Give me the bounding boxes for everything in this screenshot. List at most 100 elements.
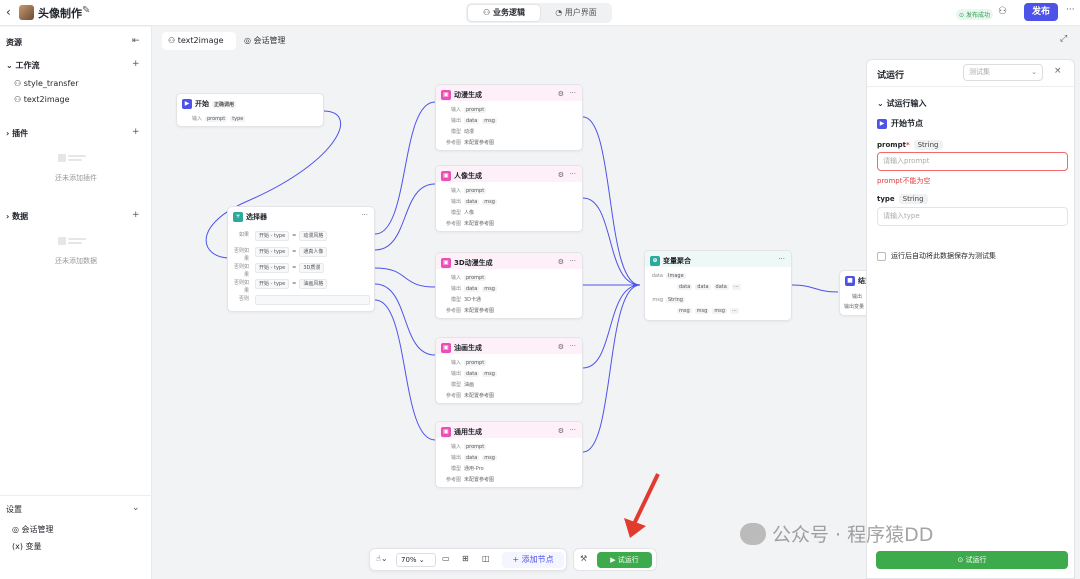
more-icon[interactable]: ··· — [569, 426, 576, 434]
plugins-heading[interactable]: › 插件 — [6, 129, 29, 138]
else-row: 否则 — [239, 295, 370, 305]
save-testset-checkbox[interactable]: 运行后自动将此数据保存为测试集 — [877, 251, 996, 261]
layout-icon[interactable]: ⊞ — [462, 554, 469, 563]
watermark-text: 公众号 · 程序猿DD — [772, 524, 934, 546]
sidebar-item-text2image[interactable]: ⚇ text2image — [14, 95, 70, 104]
tab-user-interface[interactable]: ◔ 用户界面 — [555, 8, 597, 17]
zoom-select[interactable]: 70% ⌄ — [396, 553, 436, 567]
add-plugin-icon[interactable]: + — [132, 127, 140, 137]
cond-label: 否则 — [238, 296, 249, 302]
chevron-down-icon[interactable]: ⌄ — [132, 503, 140, 513]
add-workflow-icon[interactable]: + — [132, 59, 140, 69]
node-row: 模型通用-Pro — [441, 465, 484, 472]
close-icon[interactable]: × — [1054, 66, 1062, 76]
panel-run-button[interactable]: ⊙ 试运行 — [876, 551, 1068, 569]
ref-value: 未配置参考图 — [464, 140, 495, 146]
section-toggle[interactable]: ⌄ 试运行输入 — [877, 99, 927, 108]
more-icon[interactable]: ··· — [361, 211, 368, 219]
more-icon[interactable]: ··· — [778, 255, 785, 263]
collaborators-icon[interactable]: ⚇ — [998, 6, 1007, 17]
more-icon[interactable]: ··· — [569, 89, 576, 97]
tab-text2image[interactable]: ⚇ text2image — [162, 32, 236, 50]
cond-value: 油画风格 — [299, 279, 328, 289]
tab-label: 会话管理 — [253, 36, 286, 45]
node-header: ▣动漫生成 — [441, 90, 482, 100]
minimap-icon[interactable]: ◫ — [482, 554, 490, 563]
chevron-down-icon: ⌄ — [1031, 68, 1037, 76]
sidebar-item-style-transfer[interactable]: ⚇ style_transfer — [14, 79, 79, 88]
start-icon: ▶ — [182, 99, 192, 109]
testset-select[interactable]: 测试集⌄ — [963, 64, 1043, 81]
tab-session[interactable]: ◎ 会话管理 — [244, 36, 286, 45]
more-icon[interactable]: ··· — [1066, 5, 1075, 15]
model-name: 动漫 — [464, 129, 475, 135]
end-icon: ■ — [845, 276, 855, 286]
settings-icon[interactable]: ⚙ — [557, 427, 564, 435]
view-switch: ⚇ 业务逻辑 ◔ 用户界面 — [466, 3, 612, 23]
param-pill: msg — [482, 117, 497, 124]
more-icon[interactable]: ··· — [569, 257, 576, 265]
pointer-icon[interactable]: ☝⌄ — [376, 554, 388, 563]
checkbox[interactable] — [877, 251, 886, 261]
more-pill[interactable]: ··· — [731, 284, 741, 290]
settings-icon[interactable]: ⚙ — [557, 343, 564, 351]
add-node-button[interactable]: + 添加节点 — [502, 552, 564, 568]
settings-icon[interactable]: ⚙ — [557, 90, 564, 98]
image-gen-icon: ▣ — [441, 427, 451, 437]
settings-heading: 设置 — [6, 505, 22, 514]
row-key: data — [651, 273, 663, 279]
prompt-error: prompt不能为空 — [877, 177, 931, 185]
tab-business-logic[interactable]: ⚇ 业务逻辑 — [468, 5, 540, 21]
comment-icon[interactable]: ▭ — [442, 554, 450, 563]
row-key: 模型 — [450, 129, 461, 135]
add-data-icon[interactable]: + — [132, 210, 140, 220]
more-icon[interactable]: ··· — [569, 170, 576, 178]
cond-op: = — [292, 249, 297, 255]
cond-label: 否则如果 — [233, 248, 249, 262]
image-gen-icon: ▣ — [441, 171, 451, 181]
sidebar-item-session[interactable]: ◎ 会话管理 — [12, 525, 54, 534]
settings-icon[interactable]: ⚙ — [557, 171, 564, 179]
prompt-input[interactable]: 请输入prompt — [877, 152, 1068, 171]
data-heading[interactable]: › 数据 — [6, 212, 29, 221]
item-pill: data — [695, 284, 711, 290]
chevron-left-icon[interactable]: ‹ — [6, 5, 11, 19]
selector-node[interactable]: ⑂选择器 ··· 如果开始 - type=动漫风格 否则如果开始 - type=… — [227, 206, 375, 312]
run-button[interactable]: ▶ 试运行 — [597, 552, 652, 568]
start-node-label: 开始节点 — [891, 119, 923, 128]
cond-left: 开始 - type — [255, 279, 290, 289]
type-badge: String — [913, 140, 943, 150]
settings-icon[interactable]: ⚙ — [557, 258, 564, 266]
condition-row: 否则如果开始 - type=3D质漫 — [234, 263, 325, 278]
type-input[interactable]: 请输入type — [877, 207, 1068, 226]
resources-heading: 资源 — [6, 38, 22, 47]
more-pill[interactable]: ··· — [729, 308, 739, 314]
wrench-icon[interactable]: ⚒ — [580, 554, 588, 563]
model-name: 通用-Pro — [464, 466, 484, 472]
edit-icon[interactable]: ✎ — [82, 5, 91, 16]
row-key: 输出 — [450, 118, 461, 124]
param-pill: msg — [482, 370, 497, 377]
node-header-bg — [436, 253, 582, 269]
expand-icon[interactable]: ⤢ — [1060, 34, 1068, 44]
node-row: 参考图未配置参考图 — [441, 392, 494, 399]
publish-button[interactable]: 发布 — [1024, 3, 1058, 21]
node-header: ■结束 — [845, 276, 872, 286]
empty-illustration — [58, 237, 88, 249]
sidebar-item-variables[interactable]: (x) 变量 — [12, 542, 42, 551]
row-key: 输入 — [450, 188, 461, 194]
collapse-icon[interactable]: ⇤ — [132, 36, 140, 46]
node-title: 通用生成 — [454, 428, 482, 436]
cond-value: 动漫风格 — [299, 231, 328, 241]
workflow-heading[interactable]: ⌄ 工作流 — [6, 61, 40, 70]
more-icon[interactable]: ··· — [569, 342, 576, 350]
